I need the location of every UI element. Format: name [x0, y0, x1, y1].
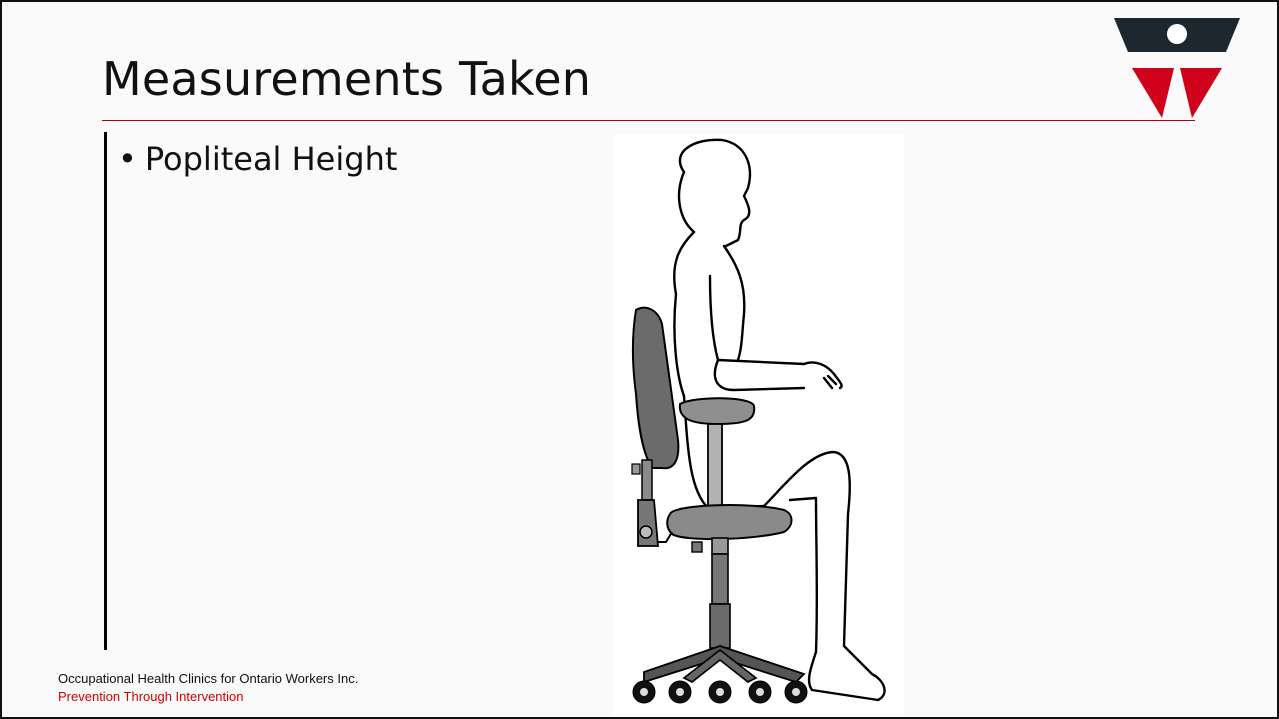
content-left-bar [104, 132, 107, 650]
ohcow-logo [1112, 16, 1242, 122]
seated-person-illustration [614, 134, 904, 718]
footer-org: Occupational Health Clinics for Ontario … [58, 670, 358, 688]
bullet-item: •Popliteal Height [118, 140, 397, 178]
footer-tagline: Prevention Through Intervention [58, 688, 358, 706]
slide-title: Measurements Taken [102, 52, 591, 106]
footer: Occupational Health Clinics for Ontario … [58, 670, 358, 706]
bullet-marker: • [118, 140, 137, 178]
title-divider [102, 120, 1195, 121]
bullet-text: Popliteal Height [145, 140, 398, 178]
